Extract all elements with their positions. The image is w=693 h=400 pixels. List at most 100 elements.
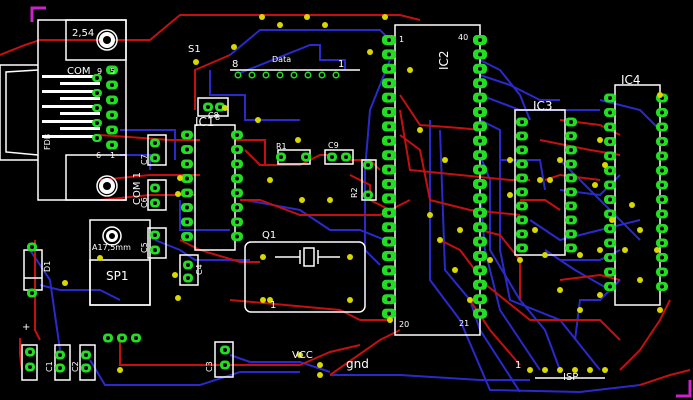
c6-label: C6: [140, 197, 149, 208]
db9-pin-hole: [110, 68, 114, 72]
ic4-pin-left-hole: [608, 96, 612, 100]
com-label: COM: [67, 66, 90, 77]
ic2-pin-left-hole: [387, 282, 391, 287]
data-header-pin-hole: [264, 73, 268, 77]
ic2-pin-left-hole: [387, 297, 391, 302]
ic2-pin-20-label: 20: [399, 320, 409, 329]
ic2-pin-left-hole: [387, 196, 391, 201]
ic3-pin-right-hole: [569, 162, 573, 166]
ic2-label: IC2: [437, 50, 451, 70]
ic4-pin-left-hole: [608, 110, 612, 115]
ic1-pin-left-hole: [185, 147, 189, 152]
via: [542, 252, 548, 258]
ic4-pin-right-hole: [660, 241, 664, 245]
ic3-pin-right-hole: [569, 148, 573, 152]
passive-pad-hole: [330, 155, 334, 159]
via: [299, 197, 305, 203]
data-header-pin-hole: [320, 73, 324, 77]
via: [577, 252, 583, 258]
via: [367, 49, 373, 55]
ic2-pin-right-hole: [478, 196, 482, 201]
via: [597, 292, 603, 298]
ic4-pin-left-hole: [608, 197, 612, 202]
via: [382, 14, 388, 20]
ic3-pin-right-hole: [569, 190, 573, 194]
ic2-pin-left-hole: [387, 254, 391, 258]
c7-label: C7: [140, 154, 149, 165]
c1-label: C1: [45, 361, 54, 372]
via: [487, 257, 493, 263]
ic2-pin-right-hole: [478, 110, 482, 114]
via: [407, 67, 413, 73]
passive-pad-hole: [218, 105, 222, 109]
ic1-pin-left-hole: [185, 176, 189, 181]
ic2-pin-left-hole: [387, 95, 391, 100]
ic3-pin-left-hole: [520, 218, 524, 222]
via: [295, 137, 301, 143]
via: [172, 272, 178, 278]
via: [97, 255, 103, 261]
ic4-pin-right-hole: [660, 154, 664, 158]
via: [297, 352, 303, 358]
ic2-pin-right-hole: [478, 254, 482, 258]
ic1-pin-left-hole: [185, 191, 189, 195]
via: [317, 362, 323, 368]
com-pin-9-label: 9: [97, 67, 102, 76]
fdb-label: FDB: [43, 134, 52, 150]
ic1-pin-right-hole: [235, 191, 239, 195]
via: [629, 202, 635, 208]
via: [387, 317, 393, 323]
db9-pin-hole: [95, 91, 99, 95]
ic4-pin-right-hole: [660, 212, 664, 216]
ic2-pin-left-hole: [387, 66, 391, 71]
ic1-pin-left-hole: [185, 205, 189, 210]
passive-pad-hole: [134, 336, 138, 340]
ic2-pin-left-hole: [387, 110, 391, 114]
passive-pad-hole: [206, 105, 210, 109]
ic3-pin-left-hole: [520, 162, 524, 166]
db9-pin-hole: [110, 143, 114, 147]
db9-pin-traces: [42, 75, 100, 138]
component-pads: [25, 35, 668, 373]
heatsink-label: A17,5mm: [92, 243, 131, 252]
ic2-pin-right-hole: [478, 81, 482, 86]
passive-pad-hole: [279, 155, 283, 159]
header-data-label: Data: [272, 55, 291, 64]
via: [637, 227, 643, 233]
ic2-pin-right-hole: [478, 124, 482, 129]
db9-pin-hole: [95, 136, 99, 140]
com-pin-1-label: 1: [110, 151, 115, 160]
via: [317, 372, 323, 378]
passive-pad-hole: [366, 193, 370, 197]
via: [557, 287, 563, 293]
via: [117, 367, 123, 373]
passive-pad-hole: [366, 163, 370, 167]
passive-pad-hole: [153, 248, 157, 252]
via: [587, 367, 593, 373]
ic2-pin-left-hole: [387, 225, 391, 230]
ic3-pin-right-hole: [569, 120, 573, 124]
db9-pin-hole: [95, 106, 99, 110]
ic2-pin-right-hole: [478, 311, 482, 316]
isp-label: ISP: [563, 372, 578, 383]
ic3-pin-left-hole: [520, 190, 524, 194]
ic2-pin-40-label: 40: [458, 33, 468, 42]
ic2-pin-right-hole: [478, 52, 482, 57]
ic2-pin-left-hole: [387, 38, 391, 42]
ic2-pin-left-hole: [387, 52, 391, 57]
ic1-pin-right-hole: [235, 162, 239, 166]
ic4-pin-left-hole: [608, 226, 612, 231]
via: [177, 175, 183, 181]
via: [267, 297, 273, 303]
ic2-pin-right-hole: [478, 210, 482, 215]
ic2-pin-right-hole: [478, 167, 482, 172]
passive-pad-hole: [344, 155, 348, 159]
via: [260, 254, 266, 260]
ic3-pin-left-hole: [520, 204, 524, 208]
ic2-pin-1-label: 1: [399, 35, 404, 44]
via: [527, 367, 533, 373]
db9-pin-hole: [110, 98, 114, 102]
via: [517, 257, 523, 263]
corner-marker-top-left: [30, 6, 46, 22]
